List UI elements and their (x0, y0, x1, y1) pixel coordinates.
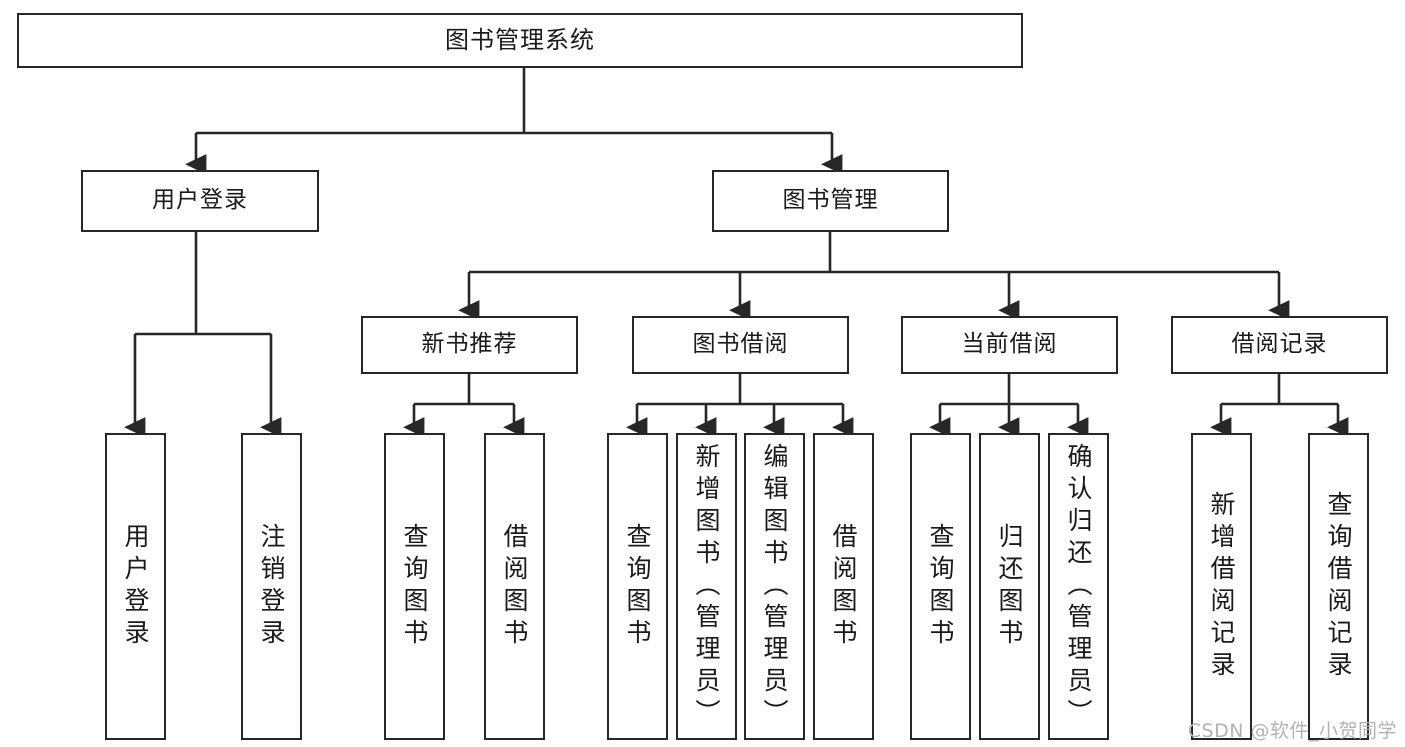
node-borrow-record[interactable]: 借阅记录 (1171, 316, 1388, 374)
node-label: 图书借阅 (692, 331, 789, 358)
node-new-book-recommend[interactable]: 新书推荐 (361, 316, 578, 374)
node-leaf-user-logout[interactable]: 注销登录 (241, 433, 302, 740)
node-label: 用户登录 (152, 187, 248, 214)
node-label: 查询图书 (400, 522, 429, 651)
node-label: 注销登录 (257, 522, 286, 651)
node-book-management[interactable]: 图书管理 (712, 170, 949, 232)
node-label: 借阅图书 (829, 522, 858, 651)
node-label: 查询图书 (623, 522, 652, 651)
node-user-login[interactable]: 用户登录 (81, 170, 319, 232)
node-current-borrow[interactable]: 当前借阅 (901, 316, 1118, 374)
node-label: 查询图书 (926, 522, 955, 651)
node-label: 新增借阅记录 (1207, 490, 1236, 683)
node-leaf-query-book-current[interactable]: 查询图书 (910, 433, 971, 740)
node-leaf-add-book[interactable]: 新增图书（管理员） (676, 433, 737, 740)
node-label: 新书推荐 (421, 331, 518, 358)
node-leaf-edit-book[interactable]: 编辑图书（管理员） (744, 433, 805, 740)
node-label: 新增图书（管理员） (692, 442, 721, 731)
node-label: 编辑图书（管理员） (760, 442, 789, 731)
node-label: 用户登录 (121, 522, 150, 651)
node-leaf-query-book-recommend[interactable]: 查询图书 (384, 433, 445, 740)
node-label: 归还图书 (995, 522, 1024, 651)
node-label: 确认归还（管理员） (1064, 442, 1093, 731)
node-leaf-add-borrow-record[interactable]: 新增借阅记录 (1191, 433, 1252, 740)
node-label: 图书管理 (782, 187, 879, 214)
node-leaf-confirm-return[interactable]: 确认归还（管理员） (1048, 433, 1109, 740)
node-leaf-user-login[interactable]: 用户登录 (105, 433, 166, 740)
node-label: 当前借阅 (961, 331, 1058, 358)
node-leaf-query-borrow-record[interactable]: 查询借阅记录 (1308, 433, 1369, 740)
node-label: 借阅记录 (1231, 331, 1328, 358)
node-label: 查询借阅记录 (1324, 490, 1353, 683)
node-leaf-borrow-book-recommend[interactable]: 借阅图书 (484, 433, 545, 740)
csdn-watermark: CSDN @软件_小贺同学 (1187, 720, 1397, 742)
node-leaf-query-book-borrow[interactable]: 查询图书 (607, 433, 668, 740)
node-book-borrow[interactable]: 图书借阅 (632, 316, 849, 374)
node-leaf-return-book[interactable]: 归还图书 (979, 433, 1040, 740)
node-label: 借阅图书 (500, 522, 529, 651)
node-leaf-borrow-book[interactable]: 借阅图书 (813, 433, 874, 740)
node-label: 图书管理系统 (445, 26, 595, 55)
node-root-book-management-system[interactable]: 图书管理系统 (17, 13, 1023, 68)
